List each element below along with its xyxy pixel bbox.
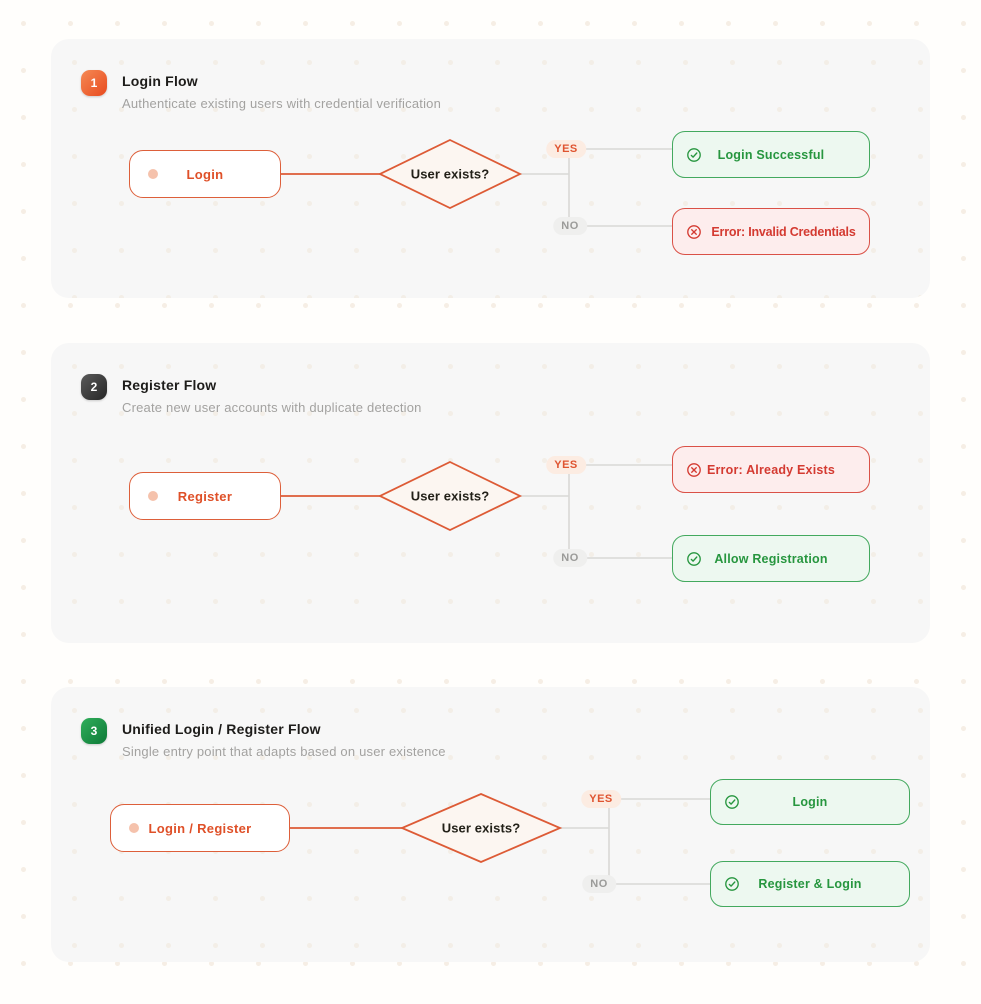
outcome-error-already-exists: Error: Already Exists bbox=[672, 446, 870, 493]
decision-diamond bbox=[377, 138, 523, 210]
decision-label: User exists? bbox=[410, 166, 490, 182]
start-node-label: Login / Register bbox=[148, 820, 252, 836]
outcome-label: Allow Registration bbox=[714, 551, 828, 566]
start-node-label: Login bbox=[186, 166, 224, 182]
flow-subtitle: Authenticate existing users with credent… bbox=[122, 96, 442, 111]
outcome-label: Login bbox=[792, 795, 828, 809]
yes-branch-label: YES bbox=[546, 140, 586, 158]
flow-subtitle: Create new user accounts with duplicate … bbox=[122, 400, 422, 415]
no-branch-label: NO bbox=[553, 549, 587, 567]
flow-card-login: 1 Login Flow Authenticate existing users… bbox=[51, 39, 930, 298]
step-number-badge: 2 bbox=[81, 374, 107, 400]
flow-card-register: 2 Register Flow Create new user accounts… bbox=[51, 343, 930, 643]
node-bullet-icon bbox=[148, 169, 158, 179]
flow-connectors bbox=[290, 793, 710, 885]
check-circle-icon bbox=[686, 551, 702, 567]
flow-header: 3 Unified Login / Register Flow Single e… bbox=[81, 718, 446, 759]
yes-branch-label: YES bbox=[546, 456, 586, 474]
start-node-label: Register bbox=[177, 488, 233, 504]
start-node-register: Register bbox=[129, 472, 281, 520]
flow-card-unified: 3 Unified Login / Register Flow Single e… bbox=[51, 687, 930, 962]
outcome-login: Login bbox=[710, 779, 910, 825]
decision-diamond bbox=[377, 460, 523, 532]
step-number-badge: 3 bbox=[81, 718, 107, 744]
yes-branch-label: YES bbox=[581, 790, 621, 808]
decision-label: User exists? bbox=[441, 820, 521, 836]
step-number-badge: 1 bbox=[81, 70, 107, 96]
outcome-label: Register & Login bbox=[758, 877, 862, 891]
check-circle-icon bbox=[724, 876, 740, 892]
outcome-error-invalid-credentials: Error: Invalid Credentials bbox=[672, 208, 870, 255]
node-bullet-icon bbox=[129, 823, 139, 833]
check-circle-icon bbox=[686, 147, 702, 163]
check-circle-icon bbox=[724, 794, 740, 810]
flow-header: 1 Login Flow Authenticate existing users… bbox=[81, 70, 441, 111]
outcome-label: Error: Invalid Credentials bbox=[711, 224, 856, 239]
outcome-allow-registration: Allow Registration bbox=[672, 535, 870, 582]
no-branch-label: NO bbox=[553, 217, 587, 235]
flow-subtitle: Single entry point that adapts based on … bbox=[122, 744, 446, 759]
flow-connectors bbox=[281, 460, 672, 559]
flow-title: Register Flow bbox=[122, 377, 217, 393]
node-bullet-icon bbox=[148, 491, 158, 501]
x-circle-icon bbox=[686, 224, 702, 240]
start-node-login: Login bbox=[129, 150, 281, 198]
outcome-label: Error: Already Exists bbox=[706, 462, 836, 477]
decision-diamond bbox=[399, 793, 563, 863]
flow-title: Unified Login / Register Flow bbox=[122, 721, 321, 737]
flow-title: Login Flow bbox=[122, 73, 198, 89]
flow-connectors bbox=[281, 138, 672, 227]
start-node-login-register: Login / Register bbox=[110, 804, 290, 852]
outcome-register-and-login: Register & Login bbox=[710, 861, 910, 907]
x-circle-icon bbox=[686, 462, 702, 478]
no-branch-label: NO bbox=[582, 875, 616, 893]
outcome-login-successful: Login Successful bbox=[672, 131, 870, 178]
flow-header: 2 Register Flow Create new user accounts… bbox=[81, 374, 422, 415]
outcome-label: Login Successful bbox=[717, 147, 825, 162]
decision-label: User exists? bbox=[410, 488, 490, 504]
